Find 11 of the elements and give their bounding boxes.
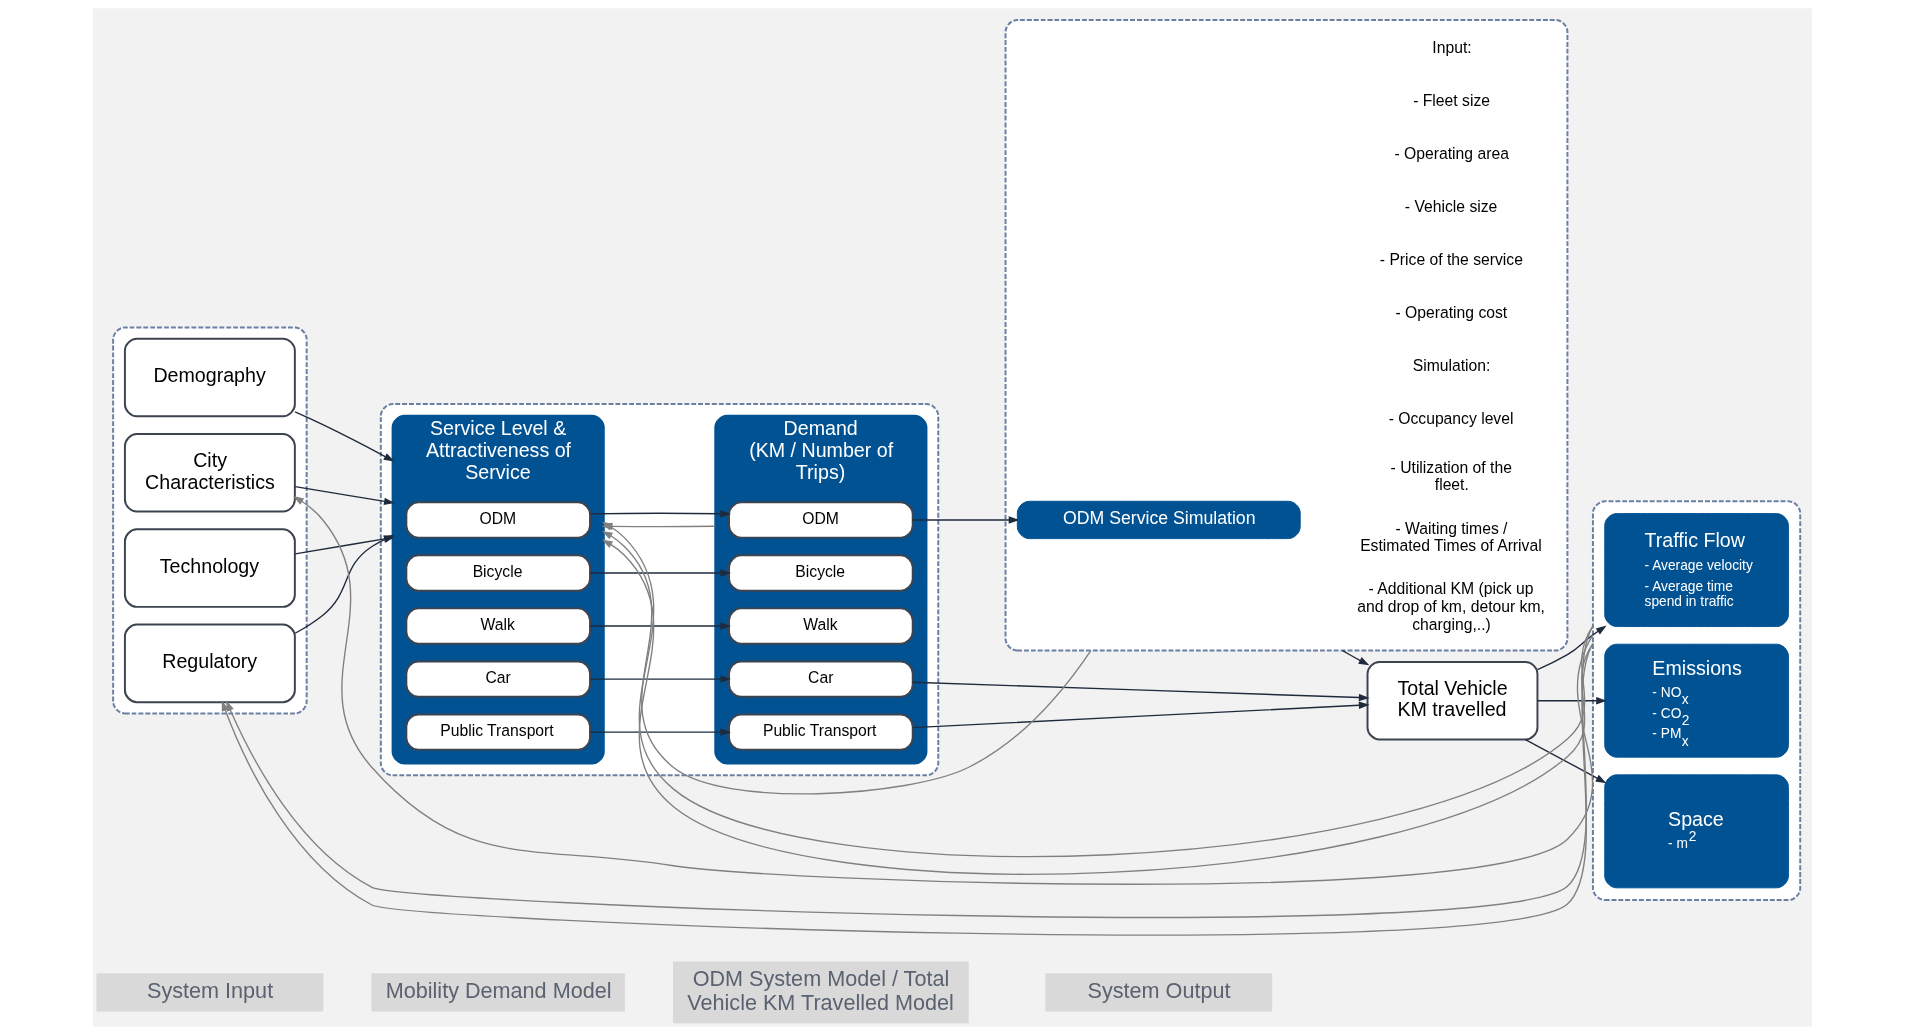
label: - Occupancy level	[1388, 410, 1514, 428]
label: - Utilization of the fleet.	[1390, 458, 1512, 494]
label: Simulation:	[1412, 357, 1491, 375]
label: - Operating cost	[1395, 304, 1508, 322]
label: - Waiting times / Estimated Times of Arrival	[1360, 519, 1542, 555]
label: - Operating area	[1394, 145, 1509, 163]
label: - Additional KM (pick up and drop of km, detour km, charging,..)	[1357, 580, 1545, 633]
label: - Fleet size	[1413, 92, 1490, 110]
label: Input:	[1432, 39, 1472, 57]
label: - Price of the service	[1379, 251, 1523, 269]
label: - Vehicle size	[1404, 198, 1498, 216]
